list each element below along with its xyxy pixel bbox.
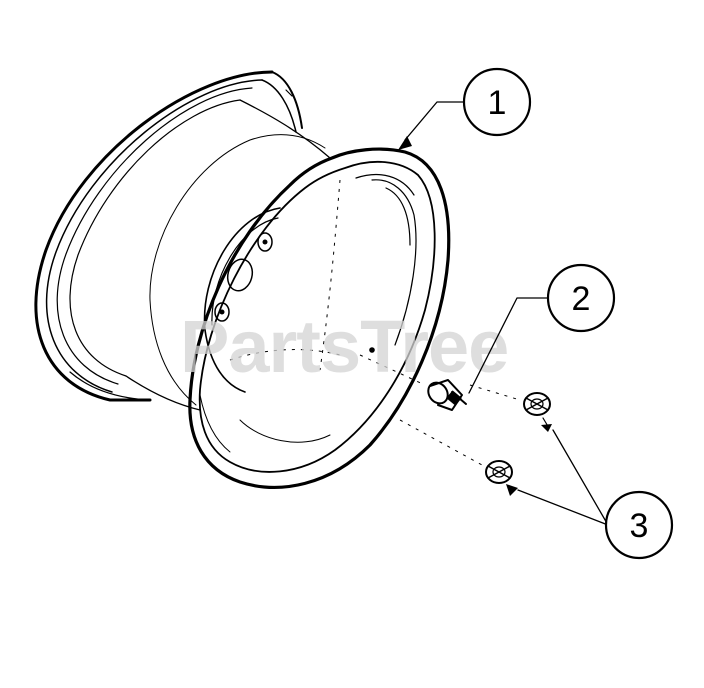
callout-1: 1 [462, 67, 532, 137]
callout-3: 3 [604, 490, 674, 560]
callout-2: 2 [546, 263, 616, 333]
rim-back-flange [34, 70, 303, 402]
rim-front-flange [188, 147, 451, 489]
leader-lines [398, 101, 609, 526]
callout-3-number: 3 [630, 507, 649, 545]
watermark-text: PartsTree [180, 305, 508, 388]
lug-nut-upper [469, 384, 552, 432]
callout-2-number: 2 [572, 280, 591, 318]
valve-stem [359, 354, 467, 411]
callout-1-number: 1 [488, 84, 507, 122]
lug-nut-lower [399, 419, 518, 496]
wheel-rim [34, 70, 451, 489]
